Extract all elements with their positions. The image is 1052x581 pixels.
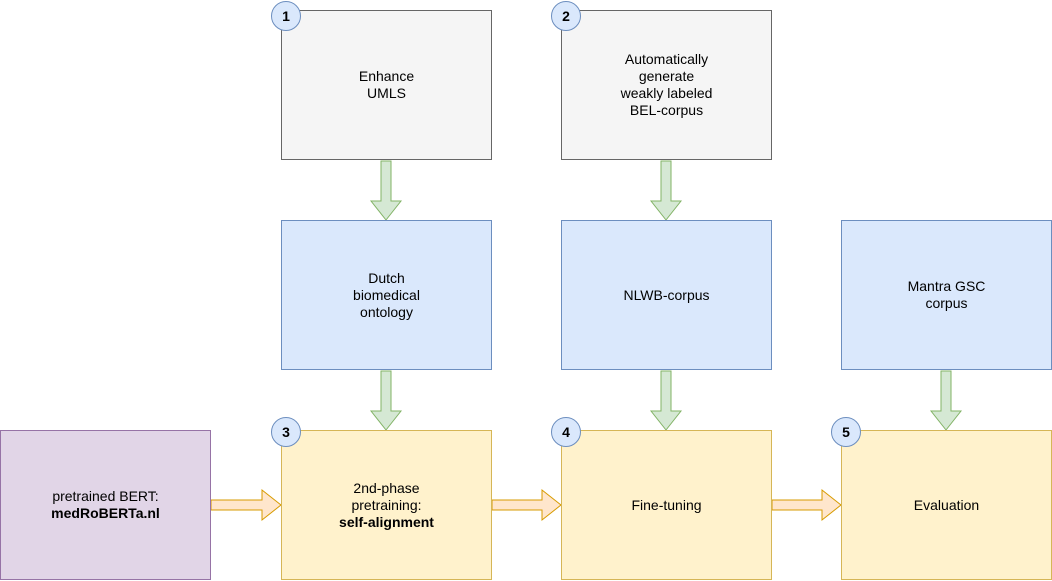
node-weak-corpus[interactable]: Automatically generate weakly labeled BE…: [561, 10, 772, 160]
step-badge-5: 5: [831, 417, 861, 447]
step-badge-1: 1: [271, 1, 301, 31]
node-evaluation[interactable]: Evaluation: [841, 430, 1052, 580]
node-nlwb-corpus-line-1: NLWB-corpus: [623, 286, 710, 303]
node-nlwb-corpus[interactable]: NLWB-corpus: [561, 220, 772, 370]
node-fine-tuning[interactable]: Fine-tuning: [561, 430, 772, 580]
node-weak-corpus-line-4: BEL-corpus: [629, 102, 704, 118]
node-pretrained-bert[interactable]: pretrained BERT: medRoBERTa.nl: [0, 430, 211, 580]
node-second-phase-pretraining[interactable]: 2nd-phase pretraining: self-alignment: [281, 430, 492, 580]
node-second-phase-line-1: 2nd-phase: [353, 479, 420, 496]
node-enhance-umls[interactable]: Enhance UMLS: [281, 10, 492, 160]
arrow-ontology-to-selfalignment: [369, 370, 403, 431]
arrow-umls-to-ontology: [369, 160, 403, 221]
node-dutch-ontology-line-3: ontology: [360, 303, 413, 320]
arrow-bert-to-selfalignment: [210, 488, 282, 522]
node-mantra-corpus-line-1: Mantra GSC: [907, 278, 986, 294]
arrow-selfalignment-to-finetuning: [491, 488, 562, 522]
step-badge-4: 4: [551, 417, 581, 447]
arrow-weakcorpus-to-nlwb: [649, 160, 683, 221]
arrow-nlwb-to-finetuning: [649, 370, 683, 431]
step-badge-3: 3: [271, 417, 301, 447]
node-pretrained-bert-model: medRoBERTa.nl: [51, 505, 160, 521]
node-fine-tuning-line-1: Fine-tuning: [631, 496, 702, 513]
node-dutch-ontology-line-1: Dutch: [368, 269, 405, 286]
node-weak-corpus-line-2: generate: [638, 68, 695, 84]
node-mantra-corpus-line-2: corpus: [925, 295, 968, 311]
node-enhance-umls-line-1: Enhance: [358, 68, 415, 84]
node-second-phase-line-3: self-alignment: [339, 513, 434, 530]
node-second-phase-line-2: pretraining:: [351, 496, 422, 513]
node-dutch-ontology[interactable]: Dutch biomedical ontology: [281, 220, 492, 370]
node-enhance-umls-line-2: UMLS: [367, 85, 406, 101]
node-pretrained-bert-line-1: pretrained BERT:: [52, 488, 159, 504]
node-weak-corpus-line-3: weakly labeled: [620, 85, 713, 101]
arrow-finetuning-to-evaluation: [771, 488, 842, 522]
arrow-mantra-to-evaluation: [929, 370, 963, 431]
step-badge-2: 2: [551, 1, 581, 31]
node-weak-corpus-line-1: Automatically: [624, 51, 709, 67]
node-evaluation-line-1: Evaluation: [913, 496, 980, 513]
node-mantra-corpus[interactable]: Mantra GSC corpus: [841, 220, 1052, 370]
node-dutch-ontology-line-2: biomedical: [353, 286, 420, 303]
